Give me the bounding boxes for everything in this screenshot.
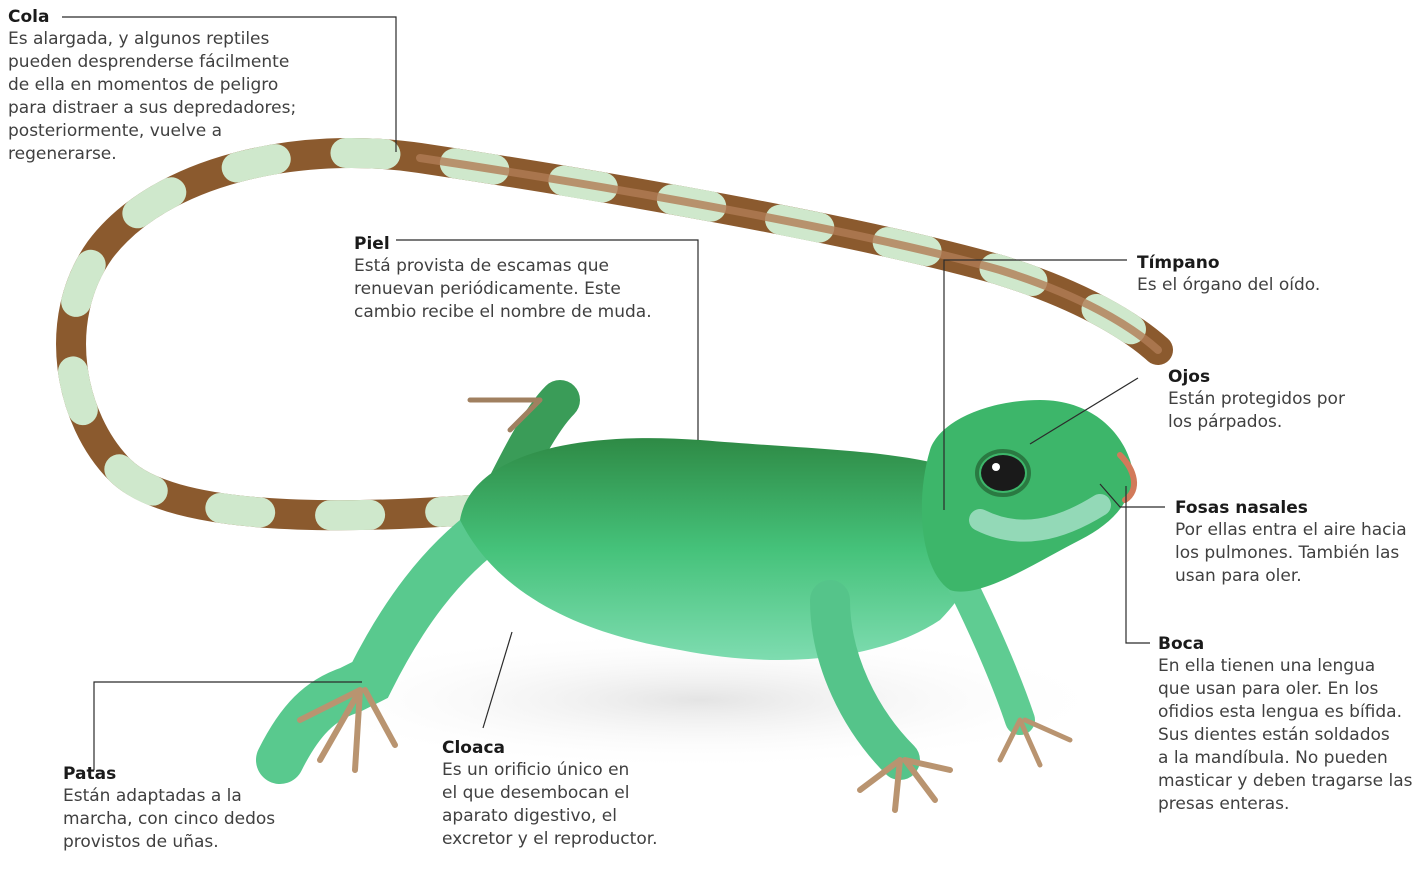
label-ojos: Ojos Están protegidos por los párpados. [1168,366,1345,434]
label-patas-title: Patas [63,763,275,785]
label-fosas-title: Fosas nasales [1175,497,1407,519]
leader-line-boca [1126,486,1150,643]
lizard-head [922,400,1134,592]
label-cola-text: Es alargada, y algunos reptiles pueden d… [8,28,296,166]
label-patas-text: Están adaptadas a la marcha, con cinco d… [63,785,275,854]
lizard-body [460,438,982,660]
label-cloaca: Cloaca Es un orificio único en el que de… [442,737,658,851]
label-patas: Patas Están adaptadas a la marcha, con c… [63,763,275,854]
label-boca-text: En ella tienen una lengua que usan para … [1158,655,1413,816]
label-timpano-title: Tímpano [1137,252,1320,274]
label-fosas-text: Por ellas entra el aire hacia los pulmon… [1175,519,1407,588]
label-piel-text: Está provista de escamas que renuevan pe… [354,255,652,324]
lizard-eye [981,455,1025,491]
label-timpano: Tímpano Es el órgano del oído. [1137,252,1320,297]
label-cloaca-text: Es un orificio único en el que desemboca… [442,759,658,851]
label-boca: Boca En ella tienen una lengua que usan … [1158,633,1413,816]
label-cloaca-title: Cloaca [442,737,658,759]
label-timpano-text: Es el órgano del oído. [1137,274,1320,297]
label-piel-title: Piel [354,233,652,255]
label-ojos-text: Están protegidos por los párpados. [1168,388,1345,434]
label-piel: Piel Está provista de escamas que renuev… [354,233,652,324]
label-ojos-title: Ojos [1168,366,1345,388]
label-cola-title: Cola [8,6,296,28]
label-fosas-nasales: Fosas nasales Por ellas entra el aire ha… [1175,497,1407,588]
label-cola: Cola Es alargada, y algunos reptiles pue… [8,6,296,166]
label-boca-title: Boca [1158,633,1413,655]
